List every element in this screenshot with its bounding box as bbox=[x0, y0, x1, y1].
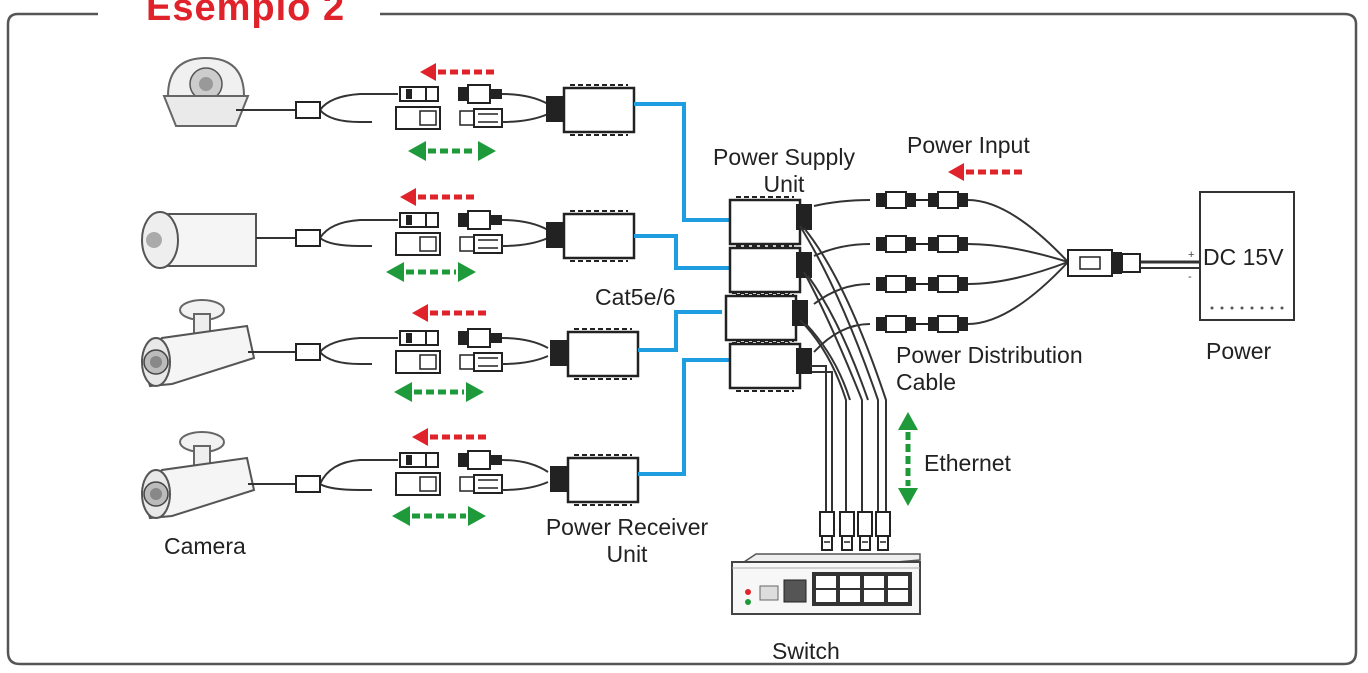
label-power: Power bbox=[1206, 338, 1272, 364]
frame-border bbox=[6, 12, 1358, 666]
label-cat-cable: Cat5e/6 bbox=[595, 284, 676, 310]
power-distribution-cable bbox=[813, 191, 1200, 353]
splitter-icon bbox=[1067, 249, 1141, 277]
label-camera: Camera bbox=[164, 533, 246, 559]
label-power-distribution-cable: Power Distribution Cable bbox=[896, 342, 1083, 395]
connector-pair bbox=[395, 450, 503, 496]
label-power-receiver-unit: Power Receiver Unit bbox=[545, 514, 709, 567]
connector-pair bbox=[395, 328, 503, 374]
box-camera-icon bbox=[141, 211, 257, 269]
label-power-input: Power Input bbox=[907, 132, 1030, 158]
data-arrows bbox=[386, 141, 918, 526]
diagram-title: Esempio 2 bbox=[136, 0, 356, 30]
ethernet-cables bbox=[799, 225, 887, 516]
dome-camera-icon bbox=[162, 56, 250, 127]
rj45-plug-icon bbox=[819, 511, 891, 551]
label-ethernet: Ethernet bbox=[924, 450, 1011, 476]
camera-cables bbox=[236, 93, 398, 491]
label-switch: Switch bbox=[772, 638, 840, 664]
connector-pair bbox=[395, 84, 503, 130]
svg-text:-: - bbox=[1188, 271, 1192, 283]
cat-cables bbox=[634, 102, 730, 476]
network-switch-icon bbox=[731, 553, 921, 615]
splitter-icons bbox=[295, 101, 321, 493]
connector-pair bbox=[395, 210, 503, 256]
bullet-camera-icon bbox=[141, 299, 255, 387]
bullet-camera-icon bbox=[141, 431, 255, 519]
power-supply-unit-icon bbox=[724, 195, 812, 393]
svg-text:+: + bbox=[1188, 249, 1194, 261]
receiver-wires bbox=[501, 93, 549, 491]
label-power-supply-unit: Power Supply Unit bbox=[696, 144, 872, 198]
label-dc-voltage: DC 15V bbox=[1203, 244, 1284, 270]
label-power-supply-unit-text: Power Supply Unit bbox=[713, 144, 855, 197]
power-receiver-unit-icon bbox=[546, 83, 640, 507]
dc-power-adapter-icon: + - bbox=[1188, 191, 1295, 321]
power-arrows bbox=[400, 63, 1024, 446]
